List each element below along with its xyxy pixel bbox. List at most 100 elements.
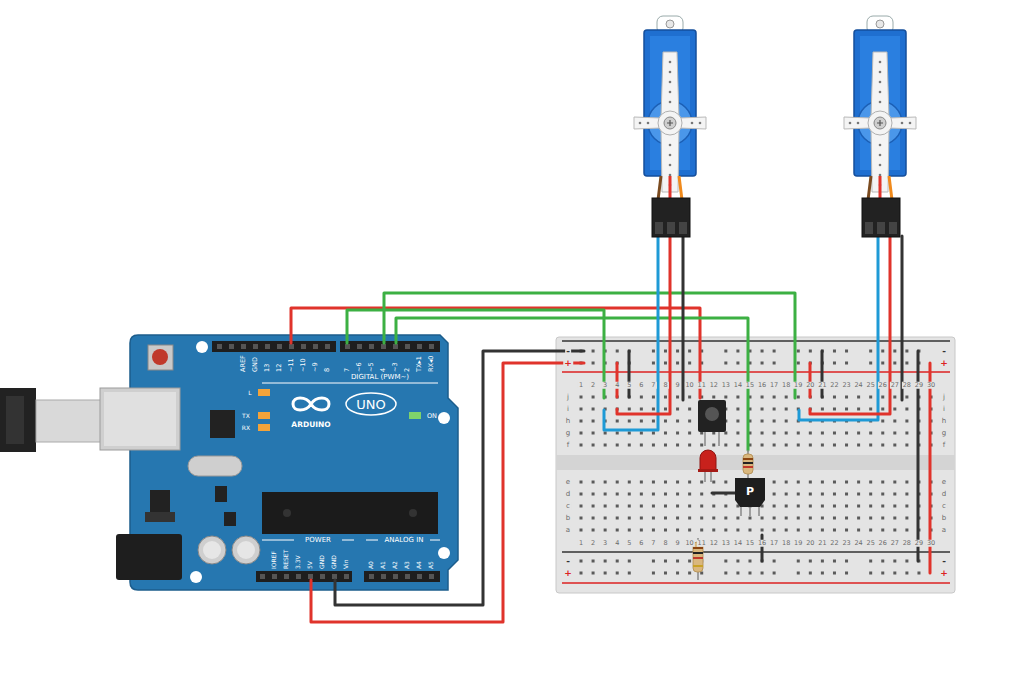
pin-label: ~3	[392, 362, 399, 372]
rail-hole	[604, 560, 607, 563]
breadboard-hole	[797, 481, 800, 484]
breadboard-hole	[881, 396, 884, 399]
breadboard-hole	[881, 517, 884, 520]
column-number: 22	[829, 382, 839, 389]
breadboard-hole	[592, 505, 595, 508]
breadboard-hole	[797, 493, 800, 496]
breadboard-hole	[833, 493, 836, 496]
row-letter: e	[565, 479, 571, 486]
header-pin	[325, 344, 330, 349]
breadboard-hole	[905, 505, 908, 508]
breadboard-hole	[773, 505, 776, 508]
rail-hole	[592, 350, 595, 353]
column-number: 12	[709, 382, 719, 389]
breadboard-hole	[604, 444, 607, 447]
rail-hole	[809, 350, 812, 353]
breadboard-hole	[676, 432, 679, 435]
header-pin	[301, 344, 306, 349]
breadboard-hole	[652, 517, 655, 520]
breadboard-hole	[676, 481, 679, 484]
header-pin	[405, 574, 410, 579]
rail-hole	[881, 572, 884, 575]
breadboard-hole	[688, 396, 691, 399]
row-letter: b	[941, 515, 947, 522]
breadboard-hole	[592, 396, 595, 399]
power-pin-label: 5V	[307, 561, 313, 569]
breadboard-hole	[580, 505, 583, 508]
breadboard-hole	[905, 444, 908, 447]
rail-hole	[736, 350, 739, 353]
column-number: 25	[866, 540, 876, 547]
breadboard-hole	[616, 505, 619, 508]
pin-label: ~5	[368, 362, 375, 372]
column-number: 4	[614, 382, 620, 389]
breadboard-hole	[640, 396, 643, 399]
pin-label: ~9	[312, 362, 319, 372]
rail-hole	[905, 560, 908, 563]
breadboard-hole	[688, 444, 691, 447]
breadboard-hole	[628, 408, 631, 411]
breadboard-hole	[664, 493, 667, 496]
breadboard-hole	[628, 505, 631, 508]
column-number: 9	[674, 540, 680, 547]
breadboard-hole	[809, 444, 812, 447]
breadboard-hole	[580, 444, 583, 447]
breadboard-hole	[881, 529, 884, 532]
breadboard-hole	[881, 408, 884, 411]
column-number: 7	[650, 540, 656, 547]
column-number: 9	[674, 382, 680, 389]
rail-hole	[893, 350, 896, 353]
column-number: 12	[709, 540, 719, 547]
breadboard-hole	[821, 444, 824, 447]
rail-hole	[676, 560, 679, 563]
breadboard-hole	[652, 505, 655, 508]
column-number: 19	[793, 382, 803, 389]
row-letter: f	[566, 442, 570, 449]
rail-hole	[809, 560, 812, 563]
header-pin	[284, 574, 289, 579]
breadboard-hole	[700, 517, 703, 520]
led-label: ON	[427, 413, 437, 420]
breadboard-hole	[700, 505, 703, 508]
breadboard-hole	[664, 444, 667, 447]
column-number: 20	[805, 382, 815, 389]
breadboard-hole	[869, 432, 872, 435]
rail-hole	[797, 572, 800, 575]
breadboard-hole	[640, 505, 643, 508]
breadboard-hole	[640, 444, 643, 447]
rail-sign: +	[563, 359, 573, 368]
breadboard-hole	[664, 432, 667, 435]
breadboard-hole	[833, 505, 836, 508]
breadboard-hole	[592, 432, 595, 435]
breadboard-hole	[688, 517, 691, 520]
rail-hole	[724, 560, 727, 563]
breadboard-hole	[893, 505, 896, 508]
rail-hole	[773, 560, 776, 563]
power-pin-label: 3.3V	[295, 555, 301, 569]
breadboard-hole	[785, 481, 788, 484]
breadboard-hole	[797, 396, 800, 399]
pin-label: 4	[380, 368, 387, 372]
header-pin	[369, 574, 374, 579]
breadboard-hole	[893, 529, 896, 532]
breadboard-hole	[580, 517, 583, 520]
breadboard-hole	[773, 444, 776, 447]
breadboard-hole	[857, 517, 860, 520]
breadboard-hole	[857, 432, 860, 435]
breadboard-hole	[604, 493, 607, 496]
breadboard-hole	[773, 493, 776, 496]
header-pin	[369, 344, 374, 349]
analog-pin-label: A4	[416, 561, 422, 569]
breadboard-hole	[592, 444, 595, 447]
header-pin	[429, 344, 434, 349]
breadboard-hole	[652, 408, 655, 411]
column-number: 5	[626, 382, 632, 389]
breadboard-hole	[676, 493, 679, 496]
row-letter: c	[565, 503, 571, 510]
breadboard-hole	[688, 481, 691, 484]
rail-hole	[652, 572, 655, 575]
breadboard-hole	[628, 481, 631, 484]
rail-hole	[592, 560, 595, 563]
breadboard-hole	[628, 493, 631, 496]
